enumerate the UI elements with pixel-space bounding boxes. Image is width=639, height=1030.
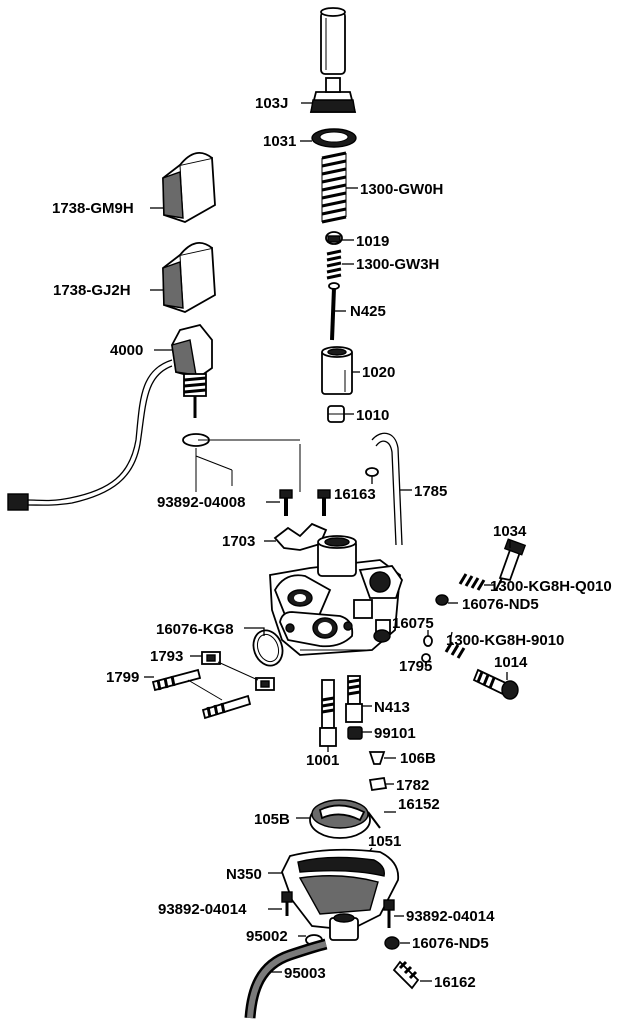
label-16075: 16075 xyxy=(392,615,434,632)
spring-1300gw3h-part xyxy=(326,249,342,280)
pin-16152-part xyxy=(367,811,381,829)
label-16163: 16163 xyxy=(334,486,376,503)
label-16162: 16162 xyxy=(434,974,476,991)
gasket-16076kg8-part xyxy=(252,629,284,667)
float-105b-part xyxy=(309,799,371,839)
screw-93892-04014a-part xyxy=(281,891,293,916)
slide-1020-part xyxy=(321,346,353,395)
label-1001: 1001 xyxy=(306,752,339,769)
oring-16076nd5b-part xyxy=(384,936,400,950)
valve-106b-part xyxy=(368,751,386,765)
label-99101: 99101 xyxy=(374,725,416,742)
ring-1031-part xyxy=(311,128,357,148)
label-105b: 105B xyxy=(254,811,290,828)
screw-1014-part xyxy=(472,668,519,700)
label-1034: 1034 xyxy=(493,523,527,540)
leader-1300kg8h9010 xyxy=(449,631,453,643)
label-16076nd5a: 16076-ND5 xyxy=(462,596,539,613)
label-16152: 16152 xyxy=(398,796,440,813)
studs-1799-part xyxy=(151,668,252,720)
label-1300gw0h: 1300-GW0H xyxy=(360,181,443,198)
cap-103j-part xyxy=(309,77,357,113)
tube-n413-part xyxy=(345,675,363,723)
label-1703: 1703 xyxy=(222,533,255,550)
boot-1738gj2h-part xyxy=(162,241,216,313)
label-1051: 1051 xyxy=(368,833,401,850)
oring-16075-part xyxy=(423,635,433,647)
label-n413: N413 xyxy=(374,699,410,716)
label-1019: 1019 xyxy=(356,233,389,250)
screw-93892-04014b-part xyxy=(383,899,395,928)
clip-1019-part xyxy=(325,231,343,245)
label-1014: 1014 xyxy=(494,654,528,671)
tube-1001-part xyxy=(319,679,337,747)
label-1300gw3h: 1300-GW3H xyxy=(356,256,439,273)
label-4000: 4000 xyxy=(110,342,143,359)
label-1795: 1795 xyxy=(399,658,432,675)
dash-guides xyxy=(195,439,301,492)
label-103j: 103J xyxy=(255,95,288,112)
label-16076kg8: 16076-KG8 xyxy=(156,621,234,638)
needle-n425-part xyxy=(328,282,340,341)
float-bowl-n350-part xyxy=(281,848,400,941)
oring-16076nd5a-part xyxy=(435,594,449,606)
label-93892-04008: 93892-04008 xyxy=(157,494,245,511)
top-tube-part xyxy=(320,7,346,75)
choke-4000-part xyxy=(7,323,213,511)
label-1799: 1799 xyxy=(106,669,139,686)
clip-1782-part xyxy=(368,776,388,792)
bolts-93892-04008-part xyxy=(279,489,331,516)
label-95003: 95003 xyxy=(284,965,326,982)
screw-16162-part xyxy=(392,960,420,990)
label-1300kg8h9010: 1300-KG8H-9010 xyxy=(446,632,564,649)
label-1738gm9h: 1738-GM9H xyxy=(52,200,134,217)
label-93892-04014a: 93892-04014 xyxy=(158,901,247,918)
washers-1793-part xyxy=(201,651,275,691)
label-95002: 95002 xyxy=(246,928,288,945)
spring-1300gw0h-part xyxy=(321,151,347,224)
clamp-16163-part xyxy=(365,467,379,477)
label-1031: 1031 xyxy=(263,133,296,150)
bracket-1703-part xyxy=(273,522,328,551)
cap-1010-part xyxy=(327,405,345,423)
label-93892-04014b: 93892-04014 xyxy=(406,908,495,925)
label-106b: 106B xyxy=(400,750,436,767)
hose-1785-part xyxy=(371,432,403,546)
label-n425: N425 xyxy=(350,303,386,320)
label-1782: 1782 xyxy=(396,777,429,794)
hose-95003-shade xyxy=(247,941,327,1019)
jet-99101-part xyxy=(347,726,363,740)
carburetor-body-part xyxy=(269,535,403,656)
leader-16076kg8 xyxy=(244,627,265,636)
spring-1300kg8h9010-part xyxy=(444,641,466,659)
label-1300kg8hq010: 1300-KG8H-Q010 xyxy=(490,578,612,595)
label-1020: 1020 xyxy=(362,364,395,381)
spring-1300kg8hq010-part xyxy=(458,573,486,591)
label-1793: 1793 xyxy=(150,648,183,665)
label-n350: N350 xyxy=(226,866,262,883)
label-16076nd5b: 16076-ND5 xyxy=(412,935,489,952)
label-1785: 1785 xyxy=(414,483,447,500)
label-1738gj2h: 1738-GJ2H xyxy=(53,282,131,299)
boot-1738gm9h-part xyxy=(162,151,216,223)
label-1010: 1010 xyxy=(356,407,389,424)
